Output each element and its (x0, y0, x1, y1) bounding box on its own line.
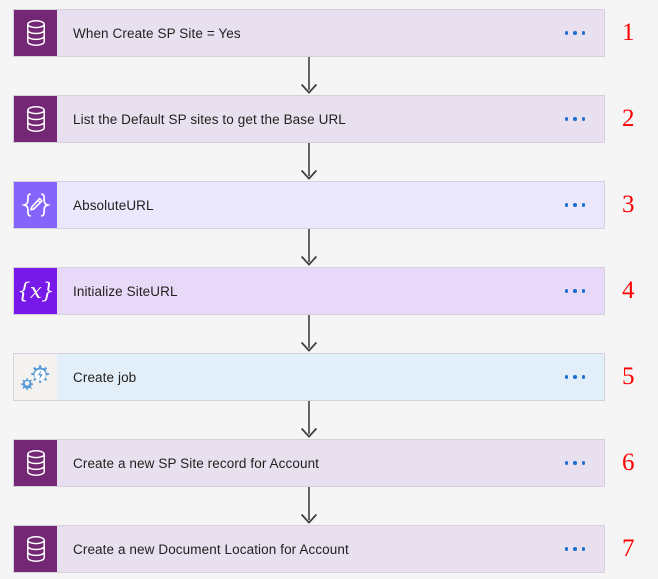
flow-step-number: 7 (622, 535, 635, 562)
flow-step-title: Create job (73, 369, 137, 385)
dataverse-database-icon (14, 96, 57, 142)
down-arrow-connector (295, 315, 323, 355)
more-options-ellipsis[interactable] (546, 354, 604, 400)
dataverse-database-icon (14, 440, 57, 486)
more-options-ellipsis[interactable] (546, 268, 604, 314)
more-options-ellipsis[interactable] (546, 10, 604, 56)
flow-step-card[interactable]: {x} Initialize SiteURL (13, 267, 605, 315)
flow-step-card[interactable]: Create a new SP Site record for Account (13, 439, 605, 487)
flow-step-title: Create a new Document Location for Accou… (73, 541, 349, 557)
flow-step-number: 1 (622, 19, 635, 46)
flow-step-number: 5 (622, 363, 635, 390)
gear-lightning-connector-icon (14, 354, 57, 400)
down-arrow-connector (295, 487, 323, 527)
down-arrow-connector (295, 143, 323, 183)
flow-step-number: 2 (622, 105, 635, 132)
flow-step-card[interactable]: AbsoluteURL (13, 181, 605, 229)
compose-braces-pencil-icon (14, 182, 57, 228)
flow-step-number: 6 (622, 449, 635, 476)
flow-step-card[interactable]: Create a new Document Location for Accou… (13, 525, 605, 573)
flow-step-number: 3 (622, 191, 635, 218)
down-arrow-connector (295, 57, 323, 97)
more-options-ellipsis[interactable] (546, 526, 604, 572)
more-options-ellipsis[interactable] (546, 440, 604, 486)
more-options-ellipsis[interactable] (546, 96, 604, 142)
flow-step-number: 4 (622, 277, 635, 304)
initialize-variable-braces-x-icon: {x} (14, 268, 57, 314)
down-arrow-connector (295, 229, 323, 269)
flow-step-card[interactable]: List the Default SP sites to get the Bas… (13, 95, 605, 143)
down-arrow-connector (295, 401, 323, 441)
dataverse-database-icon (14, 10, 57, 56)
flow-step-card[interactable]: When Create SP Site = Yes (13, 9, 605, 57)
flow-step-title: AbsoluteURL (73, 197, 154, 213)
flow-step-title: When Create SP Site = Yes (73, 25, 241, 41)
more-options-ellipsis[interactable] (546, 182, 604, 228)
flow-step-title: List the Default SP sites to get the Bas… (73, 111, 346, 127)
flow-step-title: Initialize SiteURL (73, 283, 178, 299)
flow-step-card[interactable]: Create job (13, 353, 605, 401)
flow-step-title: Create a new SP Site record for Account (73, 455, 320, 471)
dataverse-database-icon (14, 526, 57, 572)
